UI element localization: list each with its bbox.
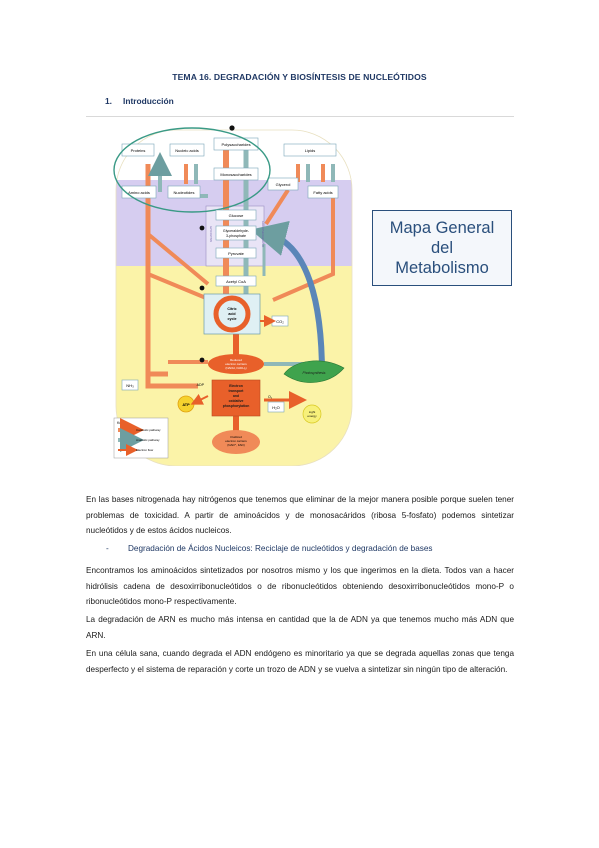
node-pyruvate: Pyruvate — [215, 247, 257, 259]
atp-sun-icon: ATP — [177, 395, 195, 413]
map-title-line3: Metabolismo — [395, 259, 489, 277]
svg-text:electron carriers: electron carriers — [225, 439, 247, 443]
node-lipids: Lipids — [283, 143, 337, 157]
node-h2o: H₂O — [267, 401, 285, 413]
svg-text:Electron: Electron — [229, 384, 243, 388]
svg-text:Proteins: Proteins — [131, 148, 146, 153]
svg-text:H₂O: H₂O — [272, 405, 280, 410]
node-nucleic-acids: Nucleic acids — [169, 143, 205, 157]
svg-text:Anabolic pathway: Anabolic pathway — [136, 438, 160, 442]
node-electron-transport: Electron transport and oxidative phospho… — [211, 379, 261, 417]
section-divider — [86, 116, 514, 117]
paragraph-1: En las bases nitrogenada hay nitrógenos … — [86, 495, 514, 536]
svg-text:Nucleotides: Nucleotides — [174, 190, 195, 195]
subheading-text: Degradación de Ácidos Nucleicos: Recicla… — [128, 544, 433, 553]
light-energy-icon: Light energy — [302, 404, 322, 424]
svg-text:oxidative: oxidative — [229, 399, 244, 403]
svg-text:transport: transport — [229, 389, 245, 393]
metabolism-svg: Proteins Nucleic acids Polysaccharides L… — [113, 125, 353, 467]
svg-text:Acetyl CoA: Acetyl CoA — [226, 279, 246, 284]
svg-text:(NAD⁺, FAD): (NAD⁺, FAD) — [227, 443, 244, 447]
subheading-dash: - — [106, 544, 109, 553]
paragraph-3: La degradación de ARN es mucho más inten… — [86, 615, 514, 640]
svg-text:Light: Light — [309, 410, 316, 414]
svg-text:Pyruvate: Pyruvate — [228, 251, 245, 256]
map-title-box: Mapa General del Metabolismo — [372, 210, 512, 286]
svg-text:ATP: ATP — [182, 403, 190, 407]
svg-text:CO₂: CO₂ — [276, 319, 284, 324]
svg-text:Electron flow: Electron flow — [136, 448, 154, 452]
svg-text:Amino acids: Amino acids — [128, 190, 150, 195]
node-proteins: Proteins — [121, 143, 155, 157]
node-citric-acid-cycle: Citric acid cycle — [227, 307, 236, 321]
node-fatty-acids: Fatty acids — [307, 185, 339, 199]
section-number: 1. — [105, 96, 112, 106]
diagram-key: Key Catabolic pathway Anabolic pathway E… — [113, 417, 169, 459]
subheading: - Degradación de Ácidos Nucleicos: Recicl… — [106, 544, 433, 553]
label-glycolysis: GLYCOLYSIS — [209, 226, 213, 242]
section-title: Introducción — [123, 96, 174, 106]
svg-text:phosphorylation: phosphorylation — [223, 404, 250, 408]
svg-text:Key: Key — [117, 421, 123, 425]
svg-text:Glycerol: Glycerol — [276, 182, 291, 187]
node-reduced-carriers: Reduced electron carriers (NADH, FADH₂) — [208, 354, 264, 374]
svg-text:Fatty acids: Fatty acids — [313, 190, 332, 195]
svg-text:Monosaccharides: Monosaccharides — [220, 172, 251, 177]
document-title: TEMA 16. DEGRADACIÓN Y BIOSÍNTESIS DE NU… — [172, 72, 427, 82]
node-glucose: Glucose — [215, 209, 257, 221]
node-nucleotides: Nucleotides — [167, 185, 201, 199]
svg-text:acid: acid — [228, 312, 235, 316]
node-g3p: Glyceraldehyde-3-phosphate — [215, 225, 257, 241]
marker-dot — [229, 125, 235, 131]
highlight-ellipse — [113, 127, 271, 213]
metabolism-diagram: Proteins Nucleic acids Polysaccharides L… — [108, 124, 360, 467]
svg-text:and: and — [233, 394, 239, 398]
marker-dot — [199, 357, 205, 363]
svg-text:3-phosphate: 3-phosphate — [226, 234, 246, 238]
citric-cycle-ring — [213, 295, 251, 333]
marker-dot — [199, 285, 205, 291]
svg-text:Nucleic acids: Nucleic acids — [175, 148, 199, 153]
node-polysaccharides: Polysaccharides — [213, 137, 259, 151]
section-heading: 1. Introducción — [105, 96, 174, 106]
svg-text:Citric: Citric — [227, 307, 236, 311]
label-adp: ADP — [197, 383, 205, 387]
svg-text:Oxidized: Oxidized — [230, 435, 242, 439]
svg-text:Reduced: Reduced — [230, 358, 242, 362]
map-title-line1: Mapa General — [389, 219, 495, 237]
marker-dot — [199, 225, 205, 231]
node-co2: CO₂ — [271, 315, 289, 327]
paragraph-4: En una célula sana, cuando degrada el AD… — [86, 649, 514, 674]
node-glycerol: Glycerol — [267, 177, 299, 191]
svg-text:cycle: cycle — [228, 317, 237, 321]
svg-text:electron carriers: electron carriers — [225, 362, 247, 366]
svg-text:Glyceraldehyde-: Glyceraldehyde- — [223, 229, 250, 233]
label-gluconeogenesis: GLUCONEOGENESIS — [261, 221, 265, 248]
svg-text:Catabolic pathway: Catabolic pathway — [136, 428, 161, 432]
node-acetyl-coa: Acetyl CoA — [215, 275, 257, 287]
node-amino-acids: Amino acids — [121, 185, 157, 199]
node-oxidized-carriers: Oxidized electron carriers (NAD⁺, FAD) — [212, 430, 260, 454]
svg-text:NH₃: NH₃ — [126, 383, 134, 388]
svg-text:Lipids: Lipids — [305, 148, 315, 153]
svg-text:Polysaccharides: Polysaccharides — [221, 142, 250, 147]
label-o2: O₂ — [268, 395, 273, 399]
node-monosaccharides: Monosaccharides — [213, 167, 259, 181]
svg-text:(NADH, FADH₂): (NADH, FADH₂) — [225, 366, 246, 370]
node-nh3: NH₃ — [121, 379, 139, 391]
paragraph-2: Encontramos los aminoácidos sintetizados… — [86, 566, 514, 607]
svg-text:energy: energy — [307, 414, 317, 418]
leaf-icon: Photosynthesis — [283, 360, 345, 383]
map-title-line2: del — [430, 239, 454, 257]
svg-text:Photosynthesis: Photosynthesis — [303, 371, 326, 375]
svg-text:Glucose: Glucose — [229, 213, 244, 218]
